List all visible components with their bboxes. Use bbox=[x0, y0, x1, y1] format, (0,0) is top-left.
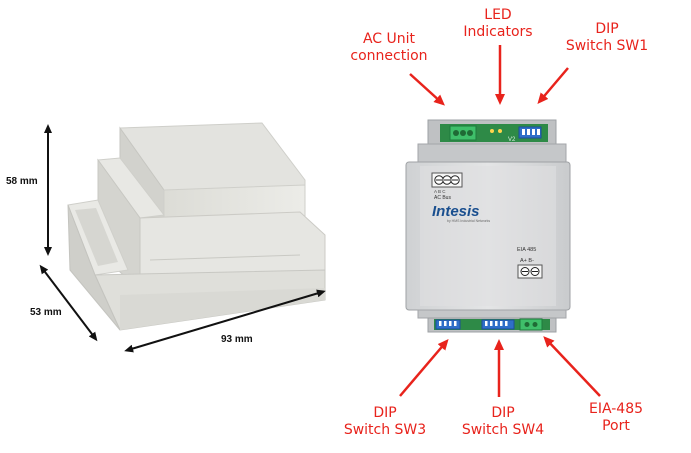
callout-dip-sw4: DIP Switch SW4 bbox=[449, 405, 557, 439]
callout-eia-line2: Port bbox=[602, 418, 630, 434]
ac-unit-arrow bbox=[409, 73, 445, 106]
led-indicator bbox=[498, 129, 502, 133]
callout-ac-unit-line2: connection bbox=[350, 48, 428, 64]
callout-sw4-line1: DIP bbox=[491, 405, 515, 421]
callout-sw1-line2: Switch SW1 bbox=[565, 38, 649, 54]
callout-sw1-line1: DIP bbox=[595, 21, 619, 37]
eia485-pin-label: A+ B- bbox=[520, 258, 534, 264]
led-indicator bbox=[490, 129, 494, 133]
sw1-arrow bbox=[537, 67, 569, 105]
callout-sw3-line1: DIP bbox=[373, 405, 397, 421]
callout-eia485-port: EIA-485 Port bbox=[568, 401, 664, 435]
height-dimension-label: 58 mm bbox=[6, 176, 38, 187]
eia485-arrow bbox=[543, 336, 601, 397]
callout-led-line2: Indicators bbox=[463, 24, 533, 40]
terminal-pins-label: A B C bbox=[434, 189, 446, 194]
sw3-arrow bbox=[399, 338, 449, 397]
eia485-panel-label: EIA 485 bbox=[517, 247, 536, 253]
width-dimension-label: 93 mm bbox=[221, 334, 253, 345]
brand-tagline: by HMS Industrial Networks bbox=[447, 219, 490, 223]
intesis-device: V2 A B C AC Bus Intesis by HMS Industria… bbox=[405, 119, 571, 333]
callout-led-line1: LED bbox=[484, 7, 512, 23]
board-text: V2 bbox=[508, 137, 516, 143]
ac-bus-label: AC Bus bbox=[434, 195, 451, 201]
callout-dip-sw3: DIP Switch SW3 bbox=[331, 405, 439, 439]
dip-switch-sw3 bbox=[435, 319, 461, 330]
callout-led-indicators: LED Indicators bbox=[446, 7, 550, 41]
width-dimension-arrow bbox=[124, 289, 326, 353]
intesis-logo: Intesis bbox=[432, 203, 480, 220]
callout-ac-unit-connection: AC Unit connection bbox=[337, 31, 441, 65]
enclosure-illustration bbox=[67, 122, 326, 331]
callout-ac-unit-line1: AC Unit bbox=[362, 31, 416, 47]
depth-dimension-label: 53 mm bbox=[30, 307, 62, 318]
eia485-port-connector bbox=[519, 318, 543, 331]
callout-sw4-line2: Switch SW4 bbox=[461, 422, 545, 438]
depth-dimension-arrow bbox=[39, 264, 98, 342]
callout-eia-line1: EIA-485 bbox=[588, 401, 644, 417]
callout-dip-sw1: DIP Switch SW1 bbox=[550, 21, 664, 55]
callout-sw3-line2: Switch SW3 bbox=[343, 422, 427, 438]
dip-switch-sw4 bbox=[481, 319, 515, 330]
